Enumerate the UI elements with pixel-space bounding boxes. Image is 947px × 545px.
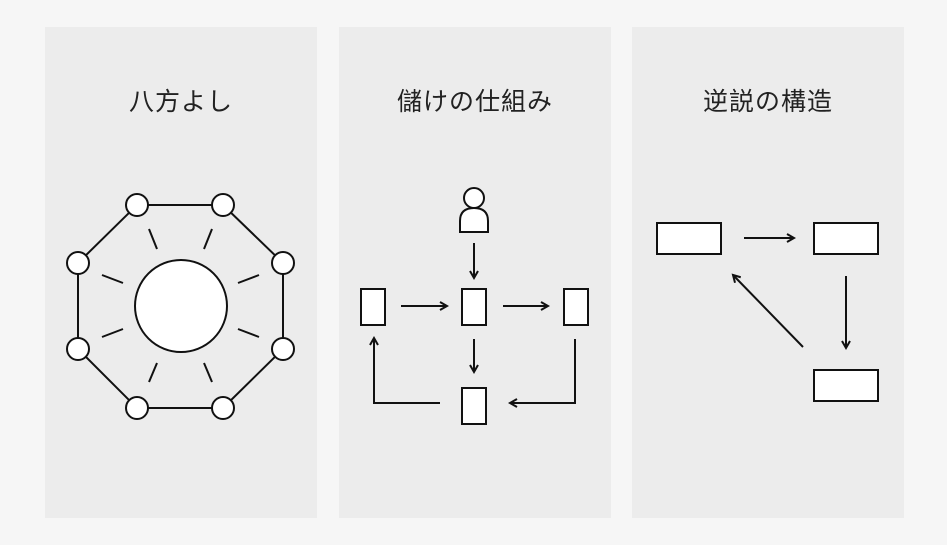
- panel-moke-no-shikumi: 儲けの仕組み: [339, 27, 611, 518]
- box-left: [360, 288, 386, 326]
- spoke: [237, 274, 260, 284]
- box-center: [461, 288, 487, 326]
- octagon-network-diagram: [66, 193, 295, 420]
- center-circle: [134, 259, 228, 353]
- business-flow-diagram: [360, 187, 589, 425]
- outer-node: [125, 193, 149, 217]
- outer-node: [66, 251, 90, 275]
- spoke: [101, 328, 124, 338]
- spoke: [237, 328, 260, 338]
- box-bottom-right: [813, 369, 879, 402]
- panel-gyakusetsu-no-kozo: 逆説の構造: [632, 27, 904, 518]
- outer-node: [211, 396, 235, 420]
- panel-title: 逆説の構造: [702, 87, 833, 116]
- spoke: [101, 274, 124, 284]
- outer-node: [271, 337, 295, 361]
- spoke: [203, 362, 213, 383]
- box-bottom: [461, 387, 487, 425]
- box-top-left: [656, 222, 722, 255]
- panel-title: 八方よし: [128, 87, 233, 116]
- spoke: [148, 228, 158, 250]
- arrow-bottomright-to-topleft: [733, 275, 804, 348]
- panel-title: 儲けの仕組み: [396, 87, 553, 116]
- panel-hachiho-yoshi: 八方よし: [45, 27, 317, 518]
- outer-node: [211, 193, 235, 217]
- person-icon: [459, 187, 489, 233]
- arrow-right-to-bottom: [510, 339, 576, 403]
- paradox-cycle-diagram: [656, 222, 879, 402]
- outer-node: [66, 337, 90, 361]
- outer-node: [125, 396, 149, 420]
- box-top-right: [813, 222, 879, 255]
- arrow-bottom-to-left: [374, 338, 440, 404]
- box-right: [563, 288, 589, 326]
- spoke: [203, 228, 213, 250]
- outer-node: [271, 251, 295, 275]
- spoke: [148, 362, 158, 383]
